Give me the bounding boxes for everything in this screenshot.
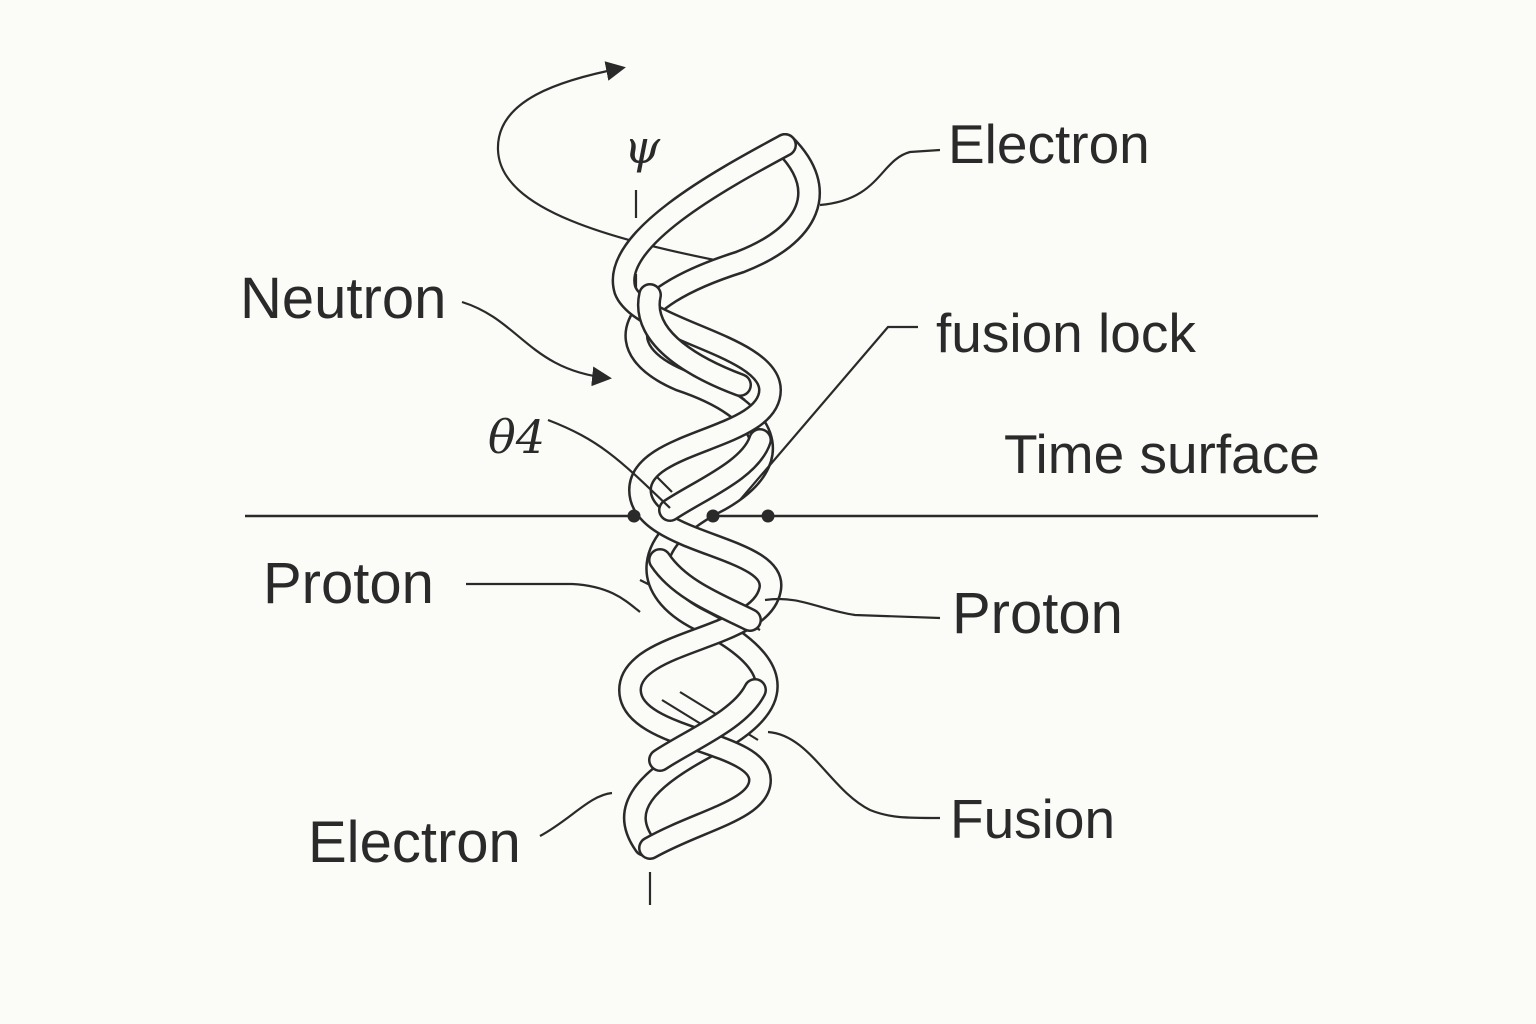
leader-theta [547, 418, 671, 509]
label-time-surface: Time surface [1004, 423, 1320, 485]
leader-proton-left [466, 582, 641, 613]
leader-fusion-lock [739, 325, 918, 501]
intersection-dot-3 [761, 509, 775, 523]
label-psi: ψ [624, 120, 661, 174]
label-fusion: Fusion [950, 788, 1115, 850]
helix-strand-a-over [636, 283, 772, 772]
leader-fusion [767, 730, 941, 820]
label-proton-left: Proton [263, 551, 434, 616]
label-neutron: Neutron [240, 266, 446, 331]
helix-strand-b [611, 133, 797, 860]
label-fusion-lock: fusion lock [936, 302, 1196, 364]
leader-electron-top [819, 148, 941, 207]
leader-proton-right [764, 597, 941, 620]
intersection-dot-2 [706, 509, 720, 523]
helix-strand-a [623, 133, 821, 857]
leader-electron-bottom [539, 791, 613, 837]
label-theta: θ4 [488, 410, 545, 464]
rotation-arrow [496, 61, 741, 267]
label-electron-bottom: Electron [308, 810, 521, 875]
label-electron-top: Electron [948, 113, 1150, 175]
intersection-dot-1 [627, 509, 641, 523]
label-proton-right: Proton [952, 581, 1123, 646]
leader-neutron [461, 300, 612, 387]
